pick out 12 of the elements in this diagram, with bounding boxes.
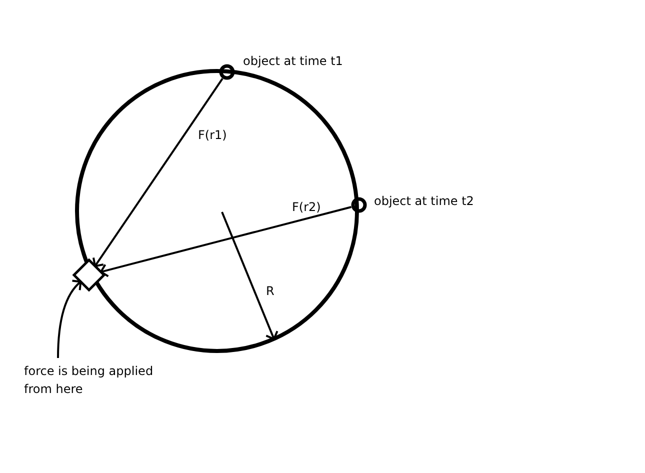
edge-label: F(r2) — [292, 200, 321, 214]
annotation-text: force is being applied from here — [24, 362, 174, 398]
edge-label: F(r1) — [198, 128, 227, 142]
dimension-label: R — [266, 284, 274, 298]
object-marker — [218, 63, 236, 81]
arrow — [92, 78, 224, 268]
node-caption: object at time t2 — [374, 194, 474, 208]
arrow — [100, 206, 352, 278]
force-point-marker — [72, 258, 106, 292]
arrow — [57, 280, 82, 358]
node-caption: object at time t1 — [243, 54, 343, 68]
object-marker — [350, 196, 368, 214]
